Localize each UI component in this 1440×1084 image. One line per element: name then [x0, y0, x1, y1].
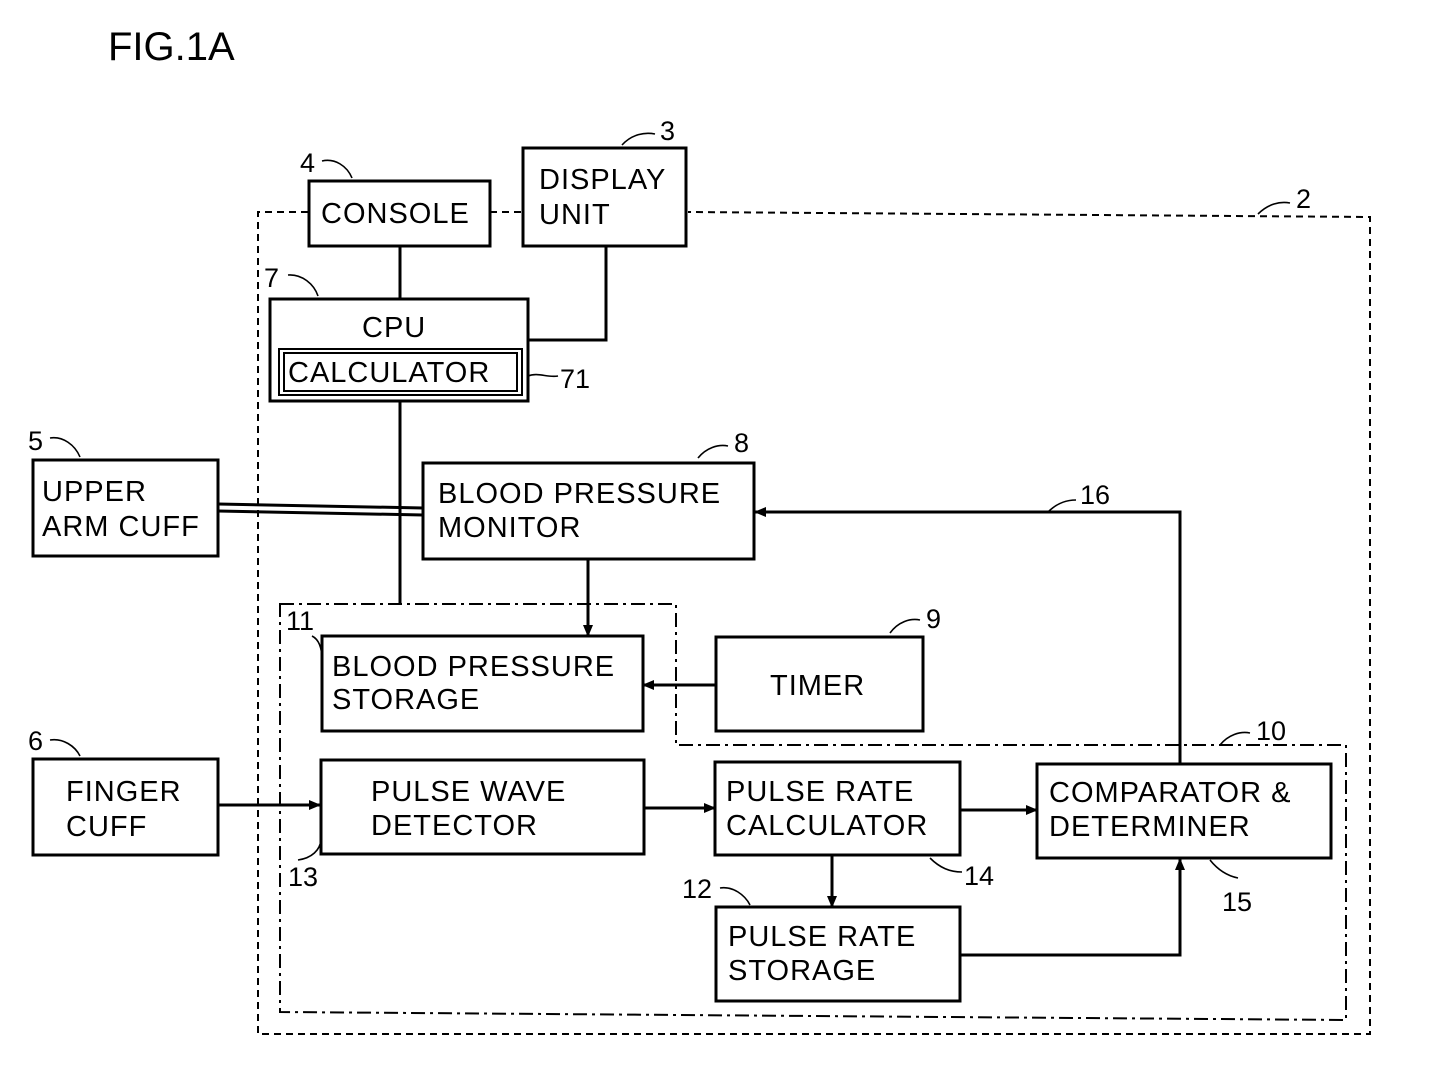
finger-cuff-label-2: CUFF: [66, 811, 147, 843]
finger-cuff-label-1: FINGER: [66, 776, 182, 808]
console-label: CONSOLE: [321, 198, 470, 230]
ref-15: 15: [1222, 887, 1252, 917]
ref-6: 6: [28, 726, 43, 756]
upper-arm-cuff-label-2: ARM CUFF: [42, 511, 200, 543]
leader-12: [720, 888, 750, 905]
calculator-label: CALCULATOR: [288, 357, 490, 389]
leader-9: [890, 620, 920, 633]
pulse-wave-detector-label-2: DETECTOR: [371, 810, 538, 842]
leader-14: [930, 858, 962, 872]
leader-15: [1210, 860, 1238, 878]
timer-label: TIMER: [770, 670, 865, 702]
leader-10: [1220, 733, 1250, 746]
display-unit-block: [523, 148, 686, 246]
leader-3: [622, 133, 655, 145]
blood-pressure-monitor-label-1: BLOOD PRESSURE: [438, 478, 721, 510]
pulse-rate-storage-label-1: PULSE RATE: [728, 921, 916, 953]
leader-6: [50, 740, 80, 756]
ref-5: 5: [28, 426, 43, 456]
ref-14: 14: [964, 861, 994, 891]
cpu-label: CPU: [362, 312, 426, 344]
blood-pressure-storage-label-1: BLOOD PRESSURE: [332, 651, 615, 683]
leader-4: [322, 160, 352, 178]
leader-71: [528, 375, 558, 377]
comparator-determiner-label-1: COMPARATOR &: [1049, 777, 1291, 809]
display-cpu-wire: [528, 246, 606, 340]
ref-7: 7: [264, 263, 279, 293]
ref-3: 3: [660, 116, 675, 146]
blood-pressure-monitor-label-2: MONITOR: [438, 512, 581, 544]
ref-2: 2: [1296, 184, 1311, 214]
ref-8: 8: [734, 428, 749, 458]
pulse-rate-storage-label-2: STORAGE: [728, 955, 876, 987]
leader-8: [698, 446, 728, 459]
figure-title: FIG.1A: [108, 25, 235, 69]
leader-5: [50, 438, 80, 457]
cuff-hose-top: [218, 504, 423, 508]
ref-9: 9: [926, 604, 941, 634]
blood-pressure-storage-label-2: STORAGE: [332, 684, 480, 716]
pulse-rate-calculator-label-2: CALCULATOR: [726, 810, 928, 842]
upper-arm-cuff-label-1: UPPER: [42, 476, 147, 508]
leader-2: [1258, 202, 1290, 214]
pulse-wave-detector-label-1: PULSE WAVE: [371, 776, 566, 808]
leader-16: [1048, 500, 1076, 512]
leader-13: [298, 840, 321, 860]
cuff-hose-bottom: [218, 511, 423, 515]
display-unit-label-2: UNIT: [539, 199, 611, 231]
display-unit-label-1: DISPLAY: [539, 164, 666, 196]
ref-13: 13: [288, 862, 318, 892]
ref-10: 10: [1256, 716, 1286, 746]
ref-11: 11: [286, 606, 314, 636]
leader-7: [288, 275, 318, 296]
pulse-rate-calculator-label-1: PULSE RATE: [726, 776, 914, 808]
ref-4: 4: [300, 148, 315, 178]
ref-71: 71: [560, 364, 590, 394]
ref-16: 16: [1080, 480, 1110, 510]
comparator-determiner-label-2: DETERMINER: [1049, 811, 1251, 843]
ref-12: 12: [682, 874, 712, 904]
